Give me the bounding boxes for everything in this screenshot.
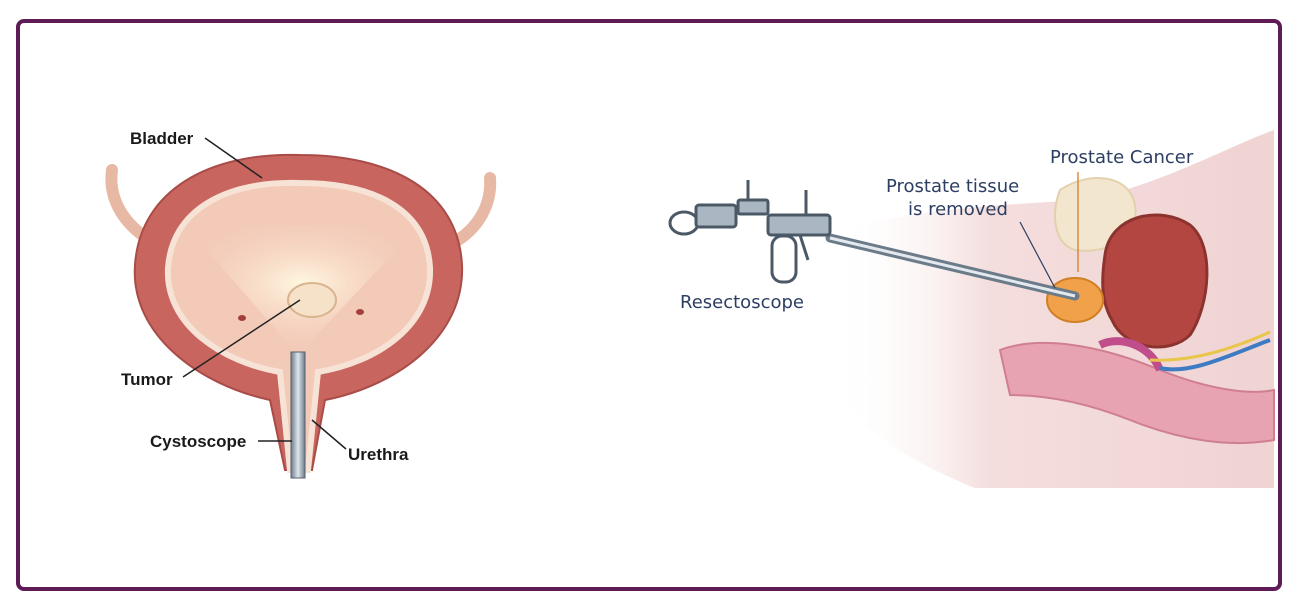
- vas-deferens: [1159, 338, 1271, 372]
- cystoscope-label: Cystoscope: [150, 432, 246, 451]
- resectoscope-handle: [668, 180, 832, 284]
- bladder-label: Bladder: [130, 129, 194, 148]
- seminal-vesicle: [1098, 337, 1164, 372]
- tumor-mass: [287, 282, 337, 318]
- ureter-orifice-left: [238, 315, 246, 321]
- bladder-diagram: Bladder Tumor Cystoscope Urethra: [105, 129, 497, 479]
- ureter-orifice-right: [356, 309, 364, 315]
- tumor-label: Tumor: [121, 370, 173, 389]
- tissue-removed-label-line1: Prostate tissue: [886, 176, 1019, 197]
- rectum: [998, 341, 1275, 445]
- resectoscope-label: Resectoscope: [680, 292, 804, 313]
- nerve: [1149, 330, 1271, 362]
- bladder: [1101, 213, 1209, 349]
- right-ureter: [449, 172, 497, 248]
- cystoscope-shaft: [290, 351, 306, 479]
- prostate-cancer-label: Prostate Cancer: [1050, 147, 1194, 168]
- urethra-label: Urethra: [348, 445, 409, 464]
- tissue-removed-label-line2: is removed: [908, 199, 1008, 220]
- prostate-diagram: Prostate Cancer Prostate tissue is remov…: [668, 130, 1275, 488]
